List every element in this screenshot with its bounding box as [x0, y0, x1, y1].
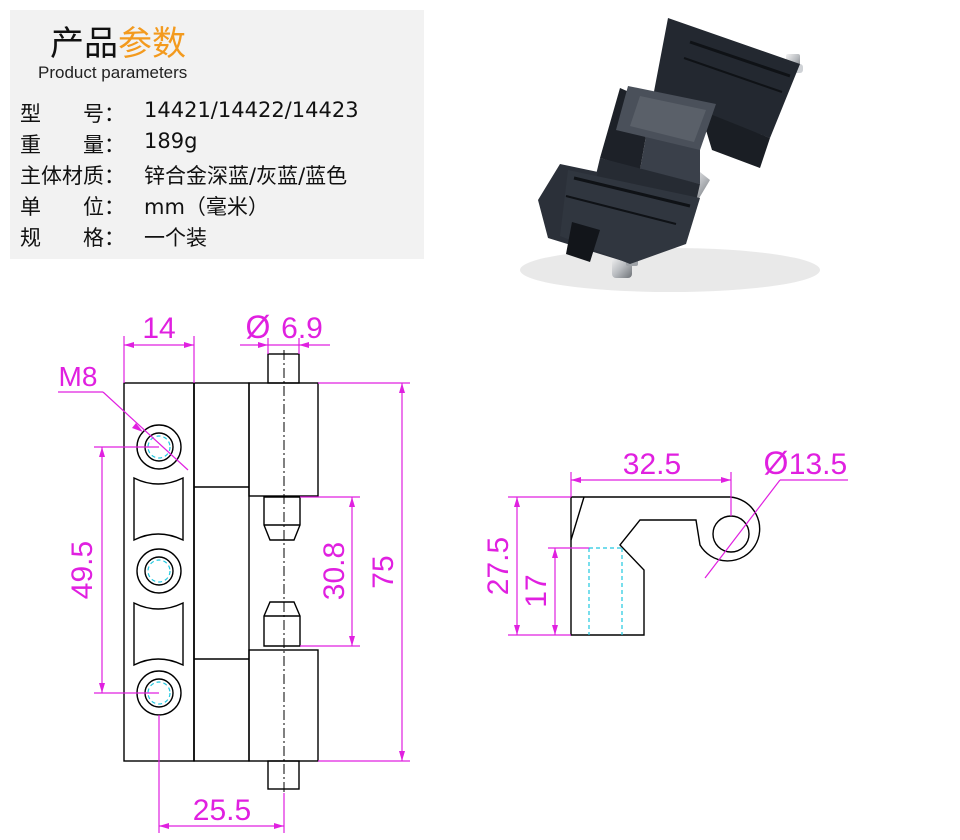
title-accent: 参数	[118, 24, 186, 64]
param-label: 型 号：	[20, 102, 125, 126]
param-value: 189g	[144, 129, 198, 153]
param-label: 主体材质：	[20, 164, 125, 188]
dim-phi69-label: 6.9	[281, 312, 323, 345]
dim-m8-label: M8	[59, 361, 98, 392]
param-label: 单 位：	[20, 195, 125, 219]
param-value: 一个装	[144, 226, 207, 250]
param-label: 重 量：	[20, 133, 125, 157]
parameter-panel	[10, 10, 424, 259]
dim-325-label: 32.5	[623, 448, 681, 481]
dim-308-label: 30.8	[318, 542, 351, 600]
dim-495-label: 49.5	[66, 541, 99, 599]
photo-shadow	[520, 248, 820, 292]
param-value: 14421/14422/14423	[144, 98, 359, 122]
dim-17-label: 17	[520, 574, 553, 607]
dim-phi135-label: 13.5	[789, 448, 847, 481]
dim-275-label: 27.5	[482, 537, 515, 595]
dimension-lines	[58, 336, 848, 833]
dim-14-label: 14	[142, 312, 175, 345]
dim-255-label: 25.5	[193, 794, 251, 827]
title-main: 产品	[50, 24, 118, 64]
phi-symbol: Ø	[246, 309, 271, 345]
param-value: 锌合金深蓝/灰蓝/蓝色	[144, 164, 348, 188]
hidden-lines	[147, 435, 623, 705]
page-subtitle: Product parameters	[38, 63, 188, 82]
dimension-arrows	[99, 342, 731, 829]
page-title: 产品参数	[50, 16, 186, 65]
dim-75-label: 75	[367, 555, 400, 588]
param-label: 规 格：	[20, 226, 125, 250]
front-view-outline	[123, 353, 761, 790]
param-value: mm（毫米）	[144, 195, 269, 219]
phi-symbol-side: Ø	[764, 445, 789, 481]
hinge-body	[538, 18, 800, 264]
